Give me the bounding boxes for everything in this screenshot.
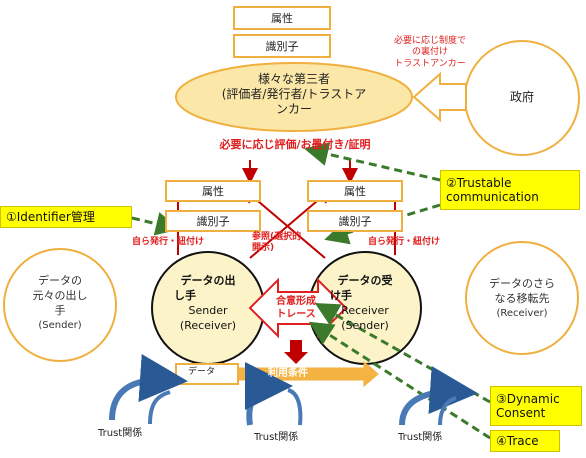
- trust-arrow-mid-2: [287, 388, 303, 426]
- trust-arrow-right: [399, 366, 478, 426]
- trust-label-mid: Trust関係: [254, 432, 299, 443]
- consensus-down-arrow: [284, 340, 308, 364]
- terms-arrow: [237, 360, 379, 388]
- top-attribute-box: 属性: [233, 6, 331, 30]
- third-party-label: 様々な第三者 (評価者/発行者/トラストア ンカー: [221, 72, 367, 116]
- dynamic-consent-callout: ③Dynamic Consent: [490, 386, 582, 426]
- trustable-callout: ②Trustable communication: [440, 170, 580, 210]
- sender-label: データの出 し手 Sender (Receiver): [174, 274, 237, 332]
- trust-arrow-left-2: [148, 390, 171, 425]
- trace-callout: ④Trace: [490, 430, 560, 452]
- top-identifier-box: 識別子: [233, 34, 331, 58]
- trust-arrow-right-2: [438, 396, 457, 426]
- further-label: データのさら なる移転先 (Receiver): [489, 277, 555, 319]
- reference-label: 参照(選択的 開示): [252, 232, 302, 254]
- further-circle: [465, 241, 579, 355]
- third-party-ellipse: [175, 62, 413, 132]
- trace-callout-arrow: [308, 321, 491, 440]
- trust-label-right: Trust関係: [398, 432, 443, 443]
- left-identifier-box: 識別子: [165, 210, 261, 232]
- consensus-label: 合意形成 トレース: [276, 296, 316, 320]
- trust-arrow-mid: [244, 362, 293, 426]
- trust-label-left: Trust関係: [98, 428, 143, 439]
- government-note: 必要に応じ制度で の裏付け トラストアンカー: [393, 36, 466, 69]
- trustable-callout-arrow-1: [304, 142, 441, 182]
- receiver-label: データの受 け手 Receiver (Sender): [330, 274, 393, 332]
- origin-circle: [3, 248, 117, 362]
- government-label: 政府: [509, 90, 534, 104]
- right-identifier-box: 識別子: [307, 210, 403, 232]
- self-issue-right-label: 自ら発行・紐付け: [368, 237, 441, 247]
- evaluation-label: 必要に応じ評価/お墨付き/証明: [219, 138, 371, 151]
- identifier-callout-arrow: [131, 212, 180, 236]
- government-arrow: [412, 71, 467, 123]
- right-attribute-box: 属性: [307, 180, 403, 202]
- terms-label: 利用条件: [268, 368, 308, 379]
- identifier-callout: ①Identifier管理: [0, 206, 132, 228]
- self-issue-left-label: 自ら発行・紐付け: [132, 237, 205, 247]
- data-label: データ: [188, 367, 216, 377]
- left-attribute-box: 属性: [165, 180, 261, 202]
- trust-arrow-left: [109, 354, 188, 421]
- origin-label: データの 元々の出し 手 (Sender): [32, 274, 88, 331]
